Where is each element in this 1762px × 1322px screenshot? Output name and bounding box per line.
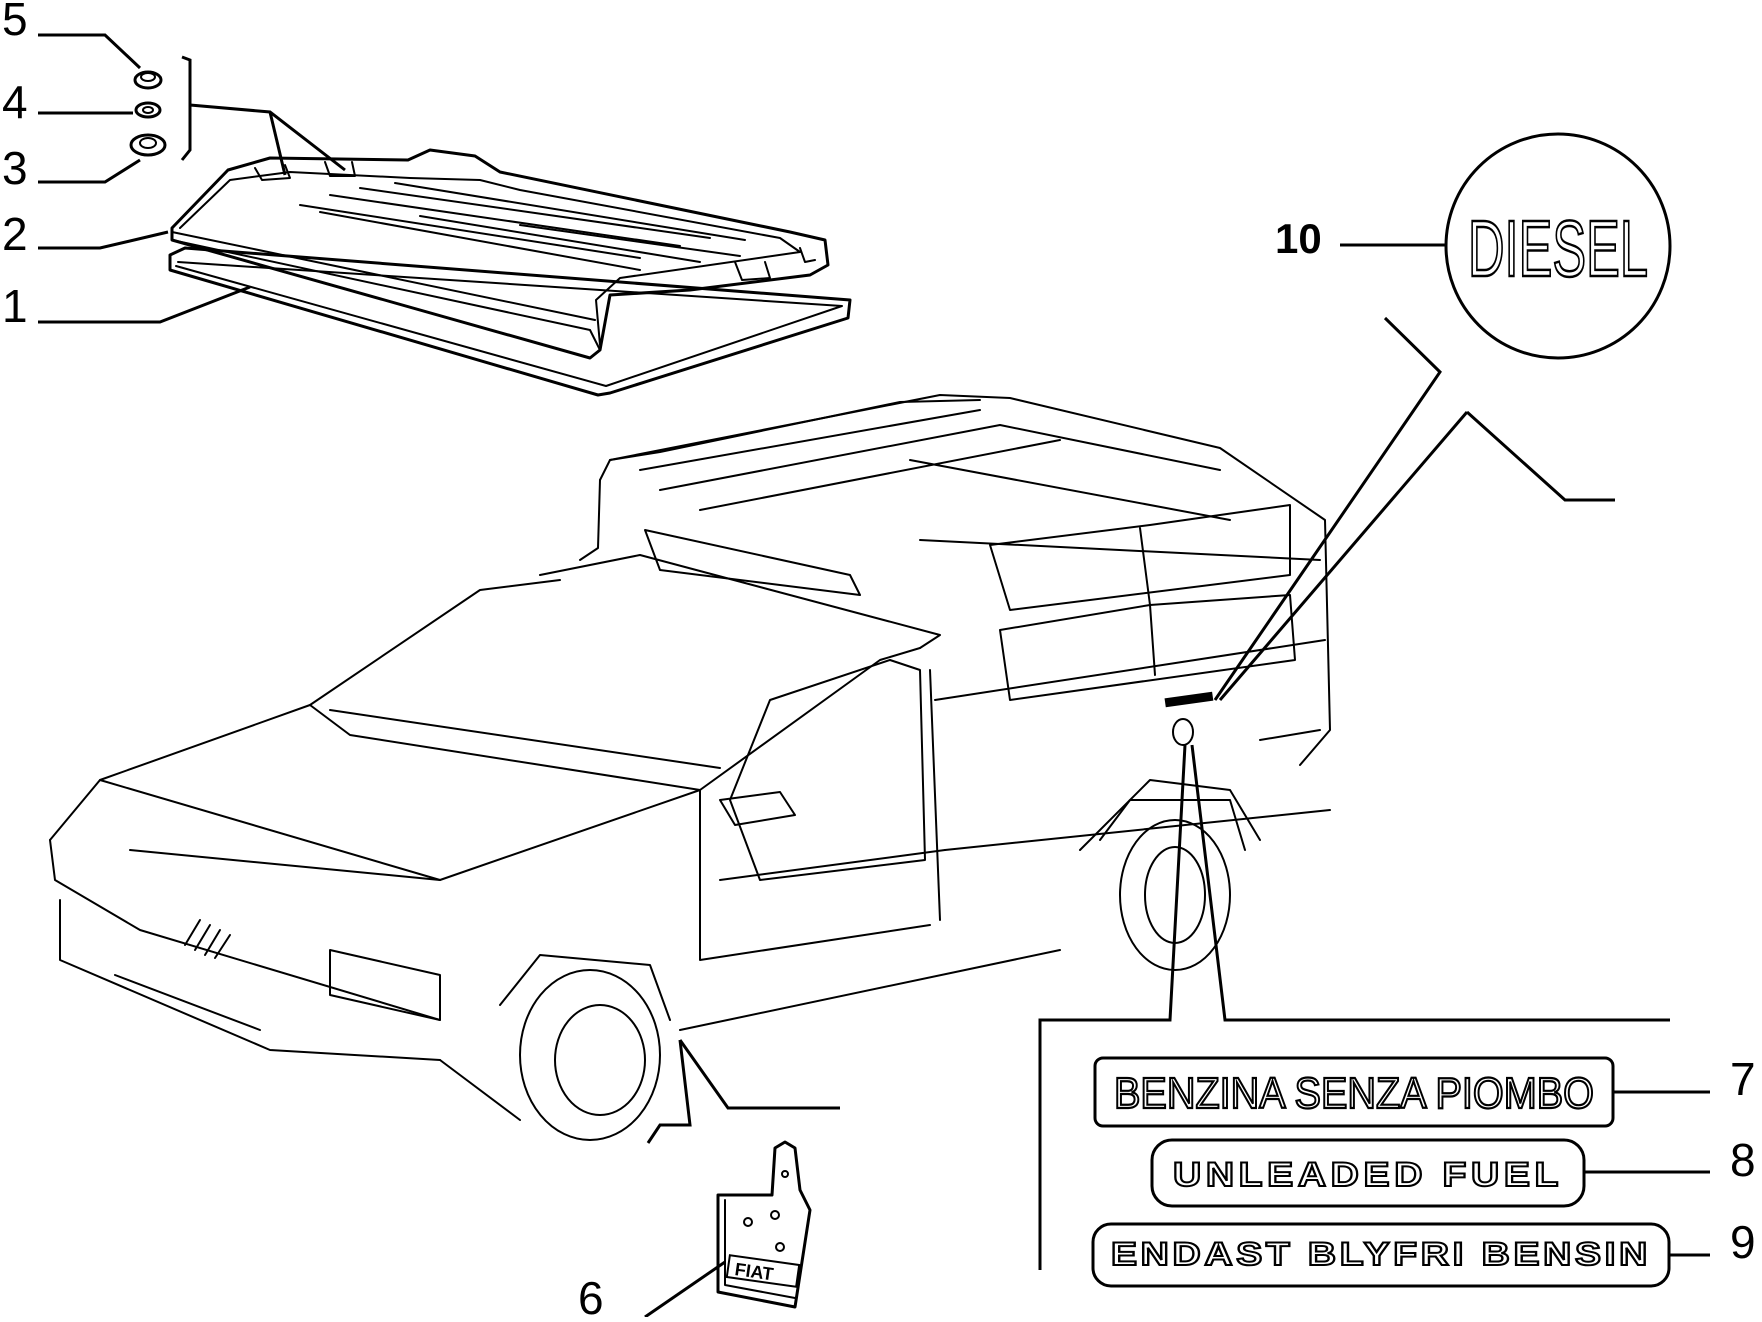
group-bracket [180,55,192,161]
callout-4: 4 [2,76,28,128]
leader-3 [38,158,141,184]
mudflap-part-6: FIAT [716,1140,812,1309]
diesel-badge-part-10: DIESEL [1444,132,1672,360]
nut-part-5 [133,70,163,90]
badge-benzina-part-7: BENZINA SENZA PIOMBO [1093,1056,1615,1128]
callout-3: 3 [2,142,28,194]
diesel-badge-text: DIESEL [1468,204,1648,293]
leader-2 [38,230,169,250]
callout-8: 8 [1730,1134,1756,1186]
roof-rack-illustration [168,148,852,397]
callout-7: 7 [1730,1053,1756,1105]
leader-diesel-to-vehicle-2 [1465,410,1615,502]
callout-5: 5 [2,0,28,45]
leader-vehicle-to-fuel-badges [1038,744,1187,1270]
callout-2: 2 [2,208,28,260]
badge-location-marker [1164,691,1214,746]
badge-unleaded-part-8: UNLEADED FUEL [1150,1138,1586,1208]
badge-benzina-text: BENZINA SENZA PIOMBO [1114,1069,1594,1118]
leader-1 [38,285,251,324]
leader-diesel-to-vehicle-3 [1218,411,1469,701]
leader-vehicle-to-mudflap [678,1039,840,1110]
mudflap-logo: FIAT [734,1259,775,1284]
badge-endast-part-9: ENDAST BLYFRI BENSIN [1091,1222,1671,1288]
leader-vehicle-to-fuel-badges-2 [1190,744,1670,1022]
badge-unleaded-text: UNLEADED FUEL [1173,1156,1563,1194]
callout-9: 9 [1730,1216,1756,1268]
washer-part-3 [129,133,167,157]
badge-endast-text: ENDAST BLYFRI BENSIN [1111,1236,1651,1272]
callout-1: 1 [2,280,28,332]
callout-10: 10 [1275,215,1322,262]
leader-group-to-rack-2 [268,111,287,176]
leader-6 [644,1260,726,1319]
pickup-vehicle-illustration [49,394,1331,1141]
leader-5 [38,33,142,70]
leader-diesel-to-vehicle [1213,316,1442,701]
callout-6: 6 [578,1272,604,1317]
leader-vehicle-to-mudflap-2 [646,1039,692,1144]
washer-part-4 [134,101,162,119]
